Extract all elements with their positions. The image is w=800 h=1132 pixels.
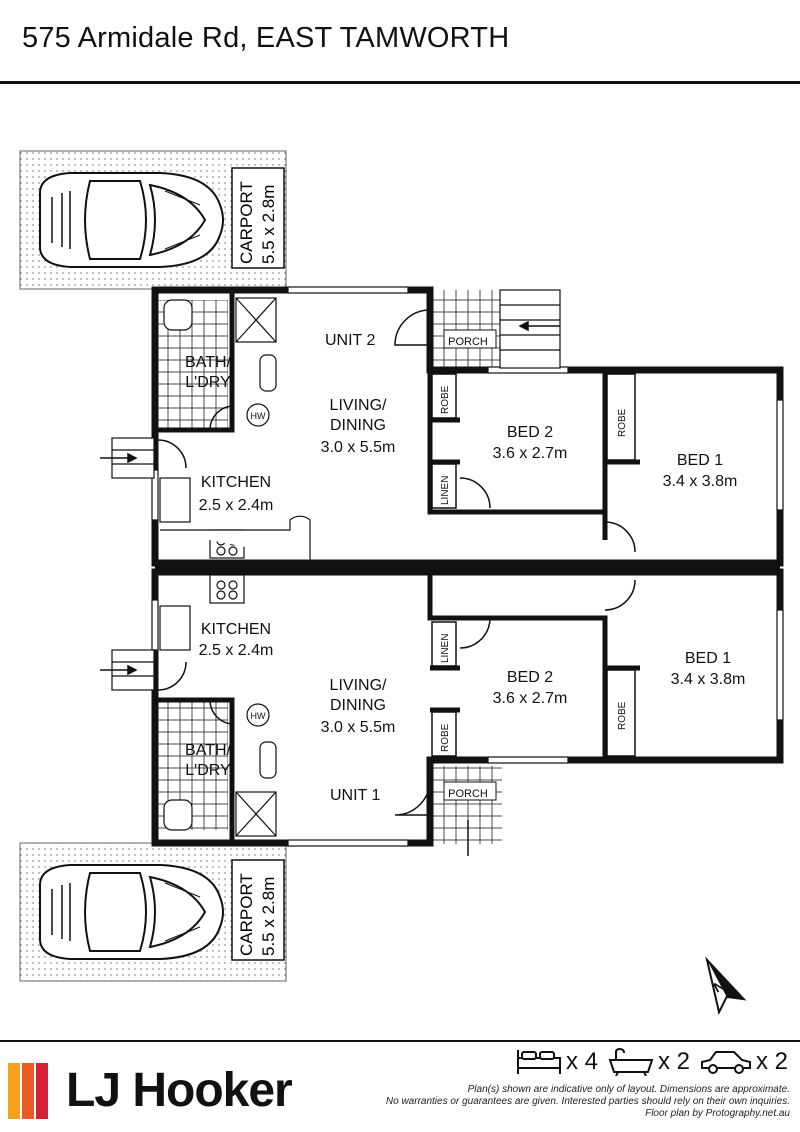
- page-header: 575 Armidale Rd, EAST TAMWORTH: [0, 0, 800, 84]
- unit1-bed1-robe-label: ROBE: [617, 701, 628, 730]
- unit2-bed1-name: BED 1: [677, 452, 723, 469]
- carport-label: CARPORT: [237, 873, 256, 956]
- brand-logo: LJ Hooker: [8, 1063, 293, 1119]
- unit1-bed2-size: 3.6 x 2.7m: [493, 690, 568, 707]
- footer-divider: [0, 1040, 800, 1042]
- feature-beds: x 4: [516, 1048, 598, 1076]
- unit2-bed1-size: 3.4 x 3.8m: [663, 473, 738, 490]
- unit2-living-size: 3.0 x 5.5m: [321, 439, 396, 456]
- bed-icon: [516, 1050, 561, 1074]
- unit1-robe-label: ROBE: [440, 723, 451, 752]
- unit2-hw-label: HW: [251, 411, 266, 421]
- feature-cars: x 2: [700, 1048, 788, 1076]
- disclaimer-line: No warranties or guarantees are given. I…: [385, 1096, 790, 1107]
- unit2-robe-label: ROBE: [440, 385, 451, 414]
- unit1-bath-name: L'DRY: [185, 762, 231, 779]
- unit1-bed1-name: BED 1: [685, 650, 731, 667]
- cars-count: x 2: [755, 1048, 788, 1075]
- interior-walls: [158, 290, 640, 843]
- unit1-kitchen-size: 2.5 x 2.4m: [199, 642, 274, 659]
- unit1-bath-name: BATH/: [185, 742, 231, 759]
- carport-size: 5.5 x 2.8m: [259, 185, 278, 264]
- unit2-kitchen-name: KITCHEN: [201, 474, 271, 491]
- unit1-label: UNIT 1: [330, 787, 380, 804]
- unit2-bed2-name: BED 2: [507, 424, 553, 441]
- bath-icon: [608, 1048, 654, 1076]
- floor-plan: CARPORT 5.5 x 2.8m CARPORT 5.5 x 2.8m: [0, 84, 800, 1040]
- porch-label: PORCH: [448, 788, 488, 800]
- unit2-kitchen-size: 2.5 x 2.4m: [199, 497, 274, 514]
- baths-count: x 2: [657, 1048, 690, 1075]
- unit2-bed2-size: 3.6 x 2.7m: [493, 445, 568, 462]
- logo-bar: [36, 1063, 48, 1119]
- porch-label: PORCH: [448, 336, 488, 348]
- unit1-bed1-size: 3.4 x 3.8m: [671, 671, 746, 688]
- walls: [151, 286, 784, 847]
- unit1-living-name: DINING: [330, 697, 386, 714]
- carport-size: 5.5 x 2.8m: [259, 877, 278, 956]
- header-divider: [0, 81, 800, 84]
- unit2-living-name: LIVING/: [330, 397, 387, 414]
- car-icon: [39, 864, 224, 960]
- unit2-label: UNIT 2: [325, 332, 375, 349]
- disclaimer-line: Plan(s) shown are indicative only of lay…: [467, 1084, 790, 1095]
- unit2-bath-name: BATH/: [185, 354, 231, 371]
- unit2-linen-label: LINEN: [440, 476, 451, 505]
- logo-bar: [22, 1063, 34, 1119]
- beds-count: x 4: [565, 1048, 598, 1075]
- feature-baths: x 2: [608, 1048, 690, 1076]
- unit1-living-name: LIVING/: [330, 677, 387, 694]
- unit1-hw-label: HW: [251, 711, 266, 721]
- car-icon: [39, 172, 224, 268]
- unit2-bed1-robe-label: ROBE: [617, 408, 628, 437]
- floor-plan-drawing: CARPORT 5.5 x 2.8m CARPORT 5.5 x 2.8m: [19, 150, 784, 1016]
- logo-mark: [8, 1063, 58, 1119]
- carport-unit2: CARPORT 5.5 x 2.8m: [19, 150, 287, 290]
- disclaimer: Plan(s) shown are indicative only of lay…: [350, 1084, 790, 1120]
- unit1-living-size: 3.0 x 5.5m: [321, 719, 396, 736]
- unit2-living-name: DINING: [330, 417, 386, 434]
- compass-icon: N: [705, 956, 747, 1016]
- property-features: x 4 x 2 x 2: [516, 1046, 788, 1078]
- logo-bar: [8, 1063, 20, 1119]
- unit2-bath-name: L'DRY: [185, 374, 231, 391]
- disclaimer-line: Floor plan by Protography.net.au: [645, 1108, 790, 1119]
- carport-label: CARPORT: [237, 181, 256, 264]
- carport-unit1: CARPORT 5.5 x 2.8m: [19, 842, 287, 982]
- property-address: 575 Armidale Rd, EAST TAMWORTH: [22, 22, 510, 54]
- brand-name: LJ Hooker: [66, 1064, 293, 1117]
- unit1-linen-label: LINEN: [440, 634, 451, 663]
- unit1-kitchen-name: KITCHEN: [201, 621, 271, 638]
- unit1-bed2-name: BED 2: [507, 669, 553, 686]
- car-icon: [700, 1051, 751, 1074]
